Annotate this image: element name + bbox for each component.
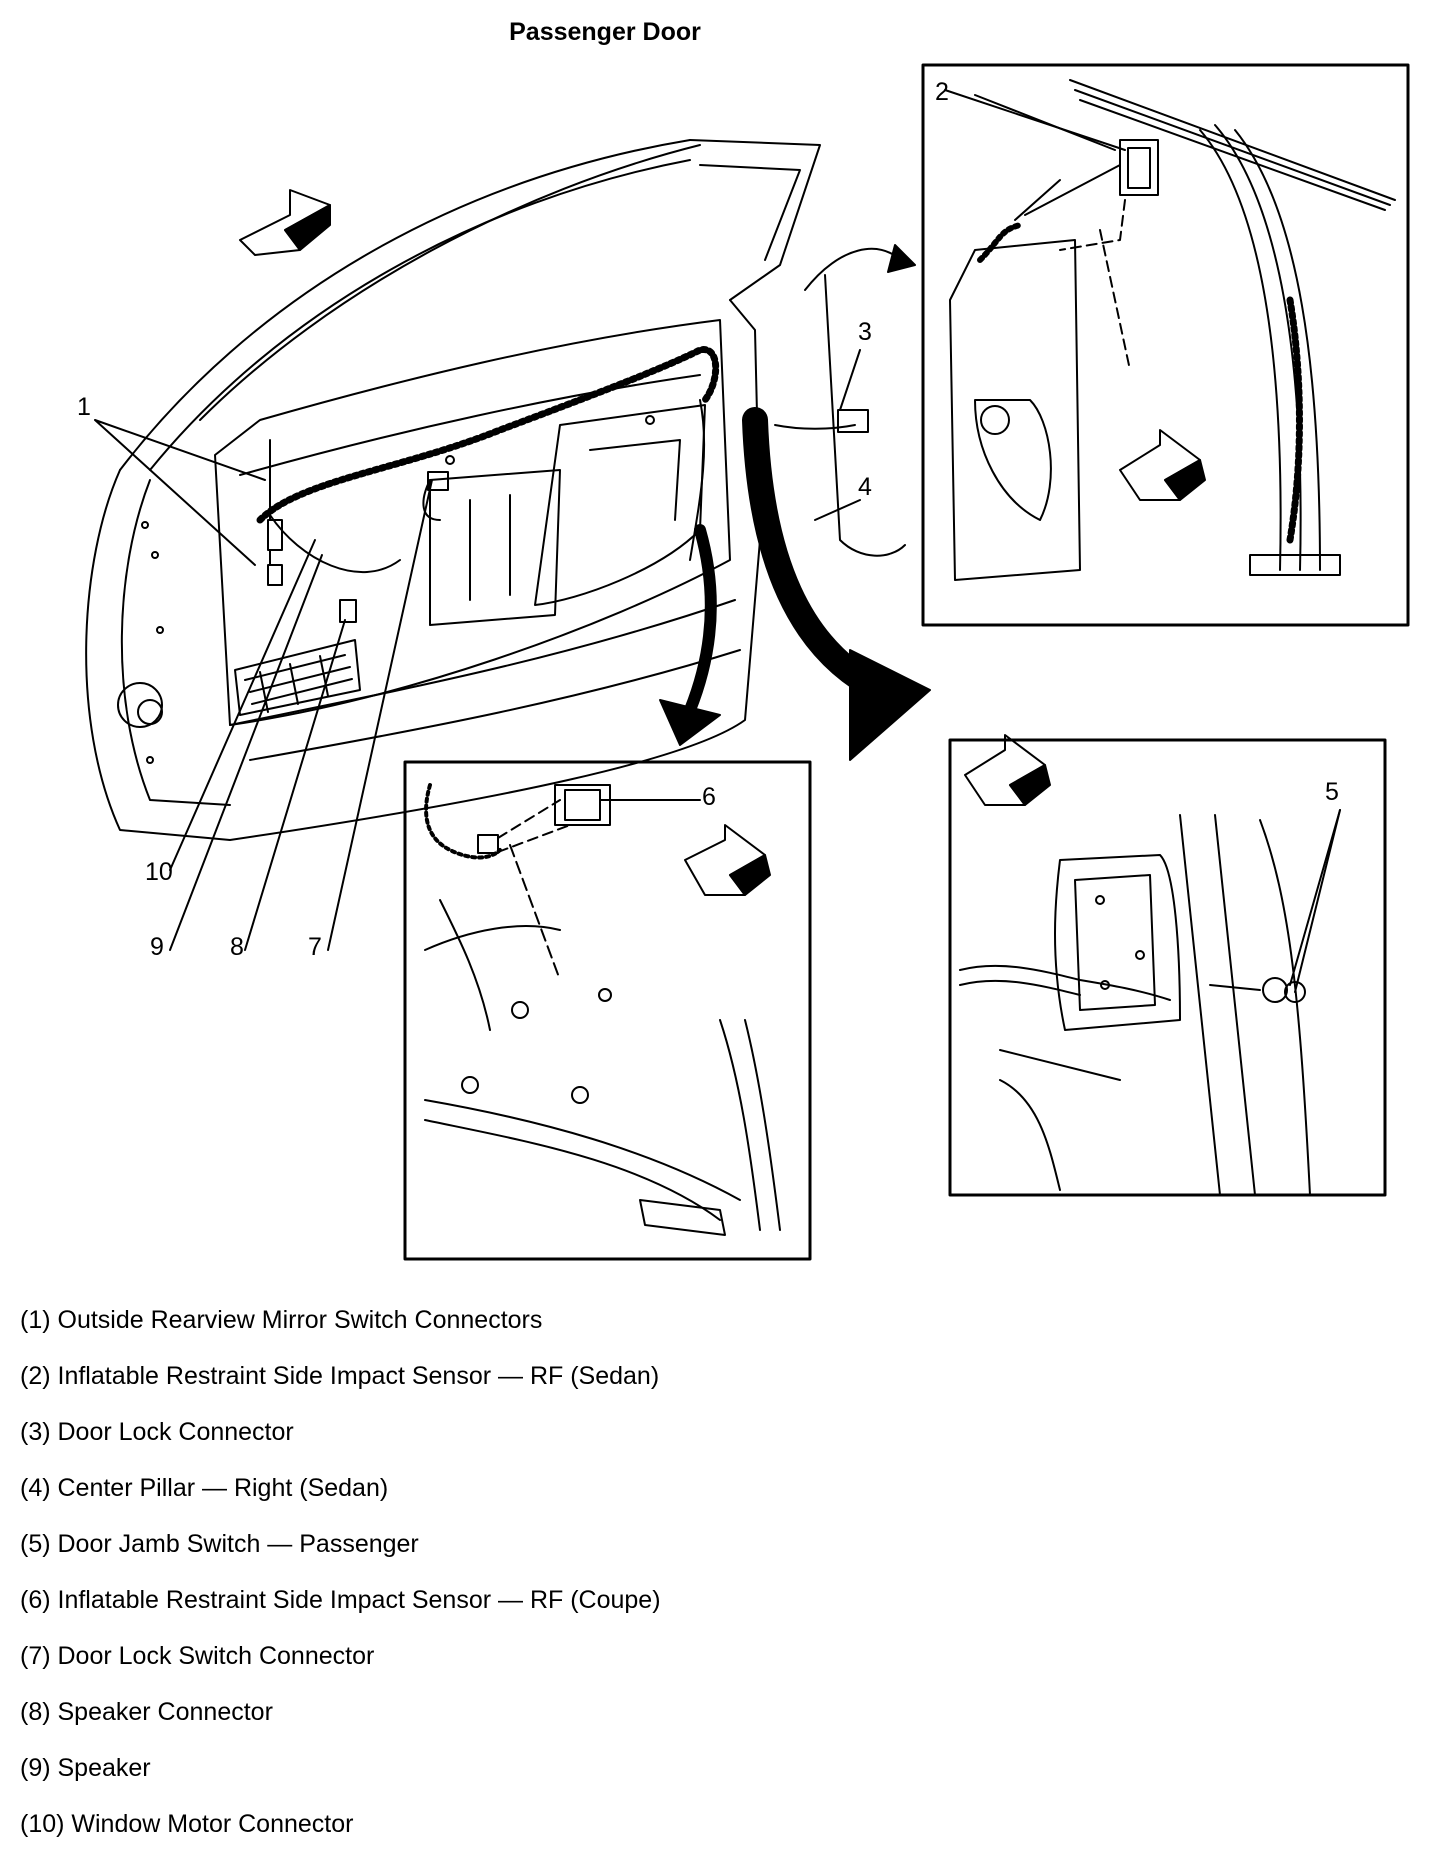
callout-6: 6	[702, 783, 716, 811]
inset-coupe-sensor	[403, 760, 812, 1261]
leader-lines	[94, 89, 1341, 986]
main-door-drawing	[85, 139, 821, 841]
legend-item-9: (9) Speaker	[20, 1754, 151, 1782]
callout-3: 3	[858, 318, 872, 346]
forward-arrow-inset-jamb	[964, 734, 1051, 806]
diagram-title: Passenger Door	[509, 18, 701, 46]
callout-4: 4	[858, 473, 872, 501]
callout-7: 7	[308, 933, 322, 961]
forward-arrow-main	[239, 189, 331, 256]
legend-item-7: (7) Door Lock Switch Connector	[20, 1642, 375, 1670]
forward-arrow-inset-coupe	[684, 824, 771, 896]
legend-item-5: (5) Door Jamb Switch — Passenger	[20, 1530, 419, 1558]
legend-item-4: (4) Center Pillar — Right (Sedan)	[20, 1474, 389, 1502]
callout-labels: 1 2 3 4 5 6 7 8 9 10	[77, 78, 1339, 961]
callout-9: 9	[150, 933, 164, 961]
inset-sedan-sensor	[774, 63, 1410, 627]
legend-item-10: (10) Window Motor Connector	[20, 1810, 354, 1838]
pointer-arrow-to-jamb	[742, 407, 893, 703]
legend-item-3: (3) Door Lock Connector	[20, 1418, 294, 1446]
legend-item-1: (1) Outside Rearview Mirror Switch Conne…	[20, 1306, 543, 1334]
forward-arrow-inset-sedan	[1119, 429, 1206, 501]
legend-item-2: (2) Inflatable Restraint Side Impact Sen…	[20, 1362, 660, 1390]
callout-8: 8	[230, 933, 244, 961]
pointer-arrow-to-sedan	[804, 247, 901, 291]
parts-legend: (1) Outside Rearview Mirror Switch Conne…	[20, 1305, 920, 1865]
callout-5: 5	[1325, 778, 1339, 806]
pointer-arrow-to-coupe	[684, 524, 717, 716]
callout-1: 1	[77, 393, 91, 421]
legend-item-8: (8) Speaker Connector	[20, 1698, 273, 1726]
inset-jamb-switch	[948, 738, 1387, 1197]
callout-2: 2	[935, 78, 949, 106]
legend-item-6: (6) Inflatable Restraint Side Impact Sen…	[20, 1586, 661, 1614]
callout-10: 10	[145, 858, 173, 886]
